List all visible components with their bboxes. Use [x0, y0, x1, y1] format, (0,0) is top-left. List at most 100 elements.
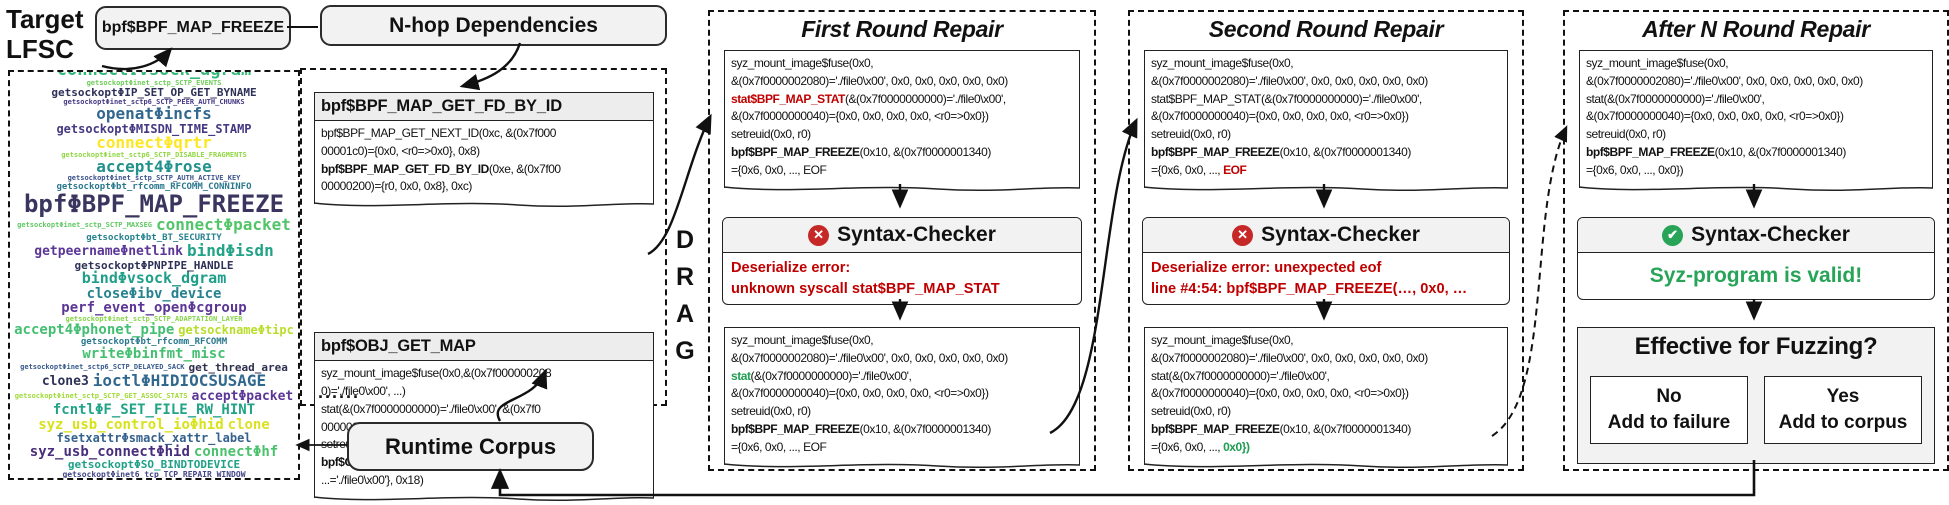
decision-no-box: No Add to failure	[1590, 376, 1748, 444]
wordcloud-term: accept4Φrose	[96, 156, 212, 176]
wordcloud-term: connectΦhf	[193, 443, 279, 460]
checker-valid-message: Syz-program is valid!	[1649, 264, 1863, 287]
target-lfsc-label-line2: LFSC	[6, 34, 74, 64]
effective-for-fuzzing-box: Effective for Fuzzing? No Add to failure…	[1577, 327, 1935, 464]
input-program-box: syz_mount_image$fuse(0x0,&(0x7f000000208…	[1144, 50, 1508, 188]
panel-title: Second Round Repair	[1208, 16, 1444, 42]
error-icon: ✕	[808, 224, 830, 246]
wordcloud-term: getsockoptΦinet_sctp6_SCTP_DISABLE_FRAGM…	[61, 150, 247, 159]
repaired-program-box: syz_mount_image$fuse(0x0,&(0x7f000000208…	[724, 327, 1080, 465]
wordcloud-term: bindΦbt_rfcomm	[22, 479, 132, 480]
nhop-dependency-list: bpf$BPF_MAP_GET_FD_BY_ID bpf$BPF_MAP_GET…	[300, 68, 667, 406]
runtime-corpus-box: Runtime Corpus	[347, 422, 594, 471]
dependency-box-bpf-map-get-fd-by-id: bpf$BPF_MAP_GET_FD_BY_ID bpf$BPF_MAP_GET…	[314, 92, 654, 204]
syz-program-code: syz_mount_image$fuse(0x0,&(0x7f000000208…	[1151, 333, 1428, 454]
syz-program-code: syz_mount_image$fuse(0x0,&(0x7f000000208…	[1586, 56, 1863, 177]
decision-yes-action: Add to corpus	[1778, 412, 1908, 433]
wordcloud-term: connectΦqrtr	[96, 132, 212, 152]
wordcloud-term: fcntlΦF_SET_FILE_RW_HINT	[52, 402, 256, 419]
panel-after-n-round-repair: After N Round Repair syz_mount_image$fus…	[1563, 10, 1949, 471]
wordcloud-term: perf_event_openΦcgroup	[61, 300, 247, 317]
target-lfsc-label-line1: Target	[6, 4, 84, 34]
wordcloud-term: clone3	[41, 373, 89, 389]
drag-system-label: D R A G	[666, 222, 704, 370]
wavy-edge	[1144, 182, 1508, 195]
wordcloud-term: getsockoptΦMISDN_TIME_STAMP	[56, 121, 252, 136]
wordcloud-term: bindΦvsock_dgram	[81, 269, 227, 288]
dependency-header: bpf$BPF_MAP_GET_FD_BY_ID	[315, 93, 653, 121]
wavy-edge	[724, 459, 1080, 472]
wordcloud-term: fsetxattrΦsmack_xattr_label	[56, 431, 252, 446]
decision-options: No Add to failure Yes Add to corpus	[1590, 376, 1922, 444]
runtime-corpus-label: Runtime Corpus	[384, 433, 557, 459]
syntax-checker-label: Syntax-Checker	[837, 223, 996, 246]
wordcloud-term: connectΦvsock_dgram	[56, 70, 252, 81]
nhop-dependencies-label: N-hop Dependencies	[389, 13, 598, 37]
wordcloud-term: connectΦpacket	[156, 215, 291, 235]
syntax-checker-header: ✕ Syntax-Checker	[1143, 218, 1509, 253]
drag-letter: A	[675, 300, 695, 328]
target-lfsc-label: Target LFSC	[6, 4, 96, 64]
input-program-box: syz_mount_image$fuse(0x0,&(0x7f000000208…	[724, 50, 1080, 188]
wordcloud-term: getsockoptΦinet_sctp_SCTP_EVENTS	[86, 78, 222, 87]
syntax-checker-header: ✔ Syntax-Checker	[1578, 218, 1934, 253]
nhop-dependencies-box: N-hop Dependencies	[320, 5, 667, 46]
target-syscall-label: bpf$BPF_MAP_FREEZE	[101, 19, 285, 36]
wordcloud-term: getsockoptΦbt_rfcomm_RFCOMM	[80, 336, 228, 347]
wordcloud-term: getsockoptΦPNPIPE_HANDLE	[74, 258, 234, 272]
panel-title: First Round Repair	[801, 16, 1003, 42]
decision-no-label: No	[1656, 386, 1682, 408]
decision-yes-box: Yes Add to corpus	[1764, 376, 1922, 444]
wavy-edge	[314, 198, 654, 211]
syntax-checker-box: ✕ Syntax-Checker Deserialize error: unex…	[1142, 217, 1510, 306]
panel-first-round-repair: First Round Repair syz_mount_image$fuse(…	[708, 10, 1096, 471]
syntax-checker-box: ✕ Syntax-Checker Deserialize error:unkno…	[722, 217, 1082, 306]
decision-yes-label: Yes	[1826, 386, 1860, 408]
syntax-checker-label: Syntax-Checker	[1691, 223, 1850, 246]
syz-program-code: syz_mount_image$fuse(0x0,&(0x7f000000208…	[731, 56, 1008, 177]
wordcloud-term: syz_usb_connectΦhid	[29, 443, 190, 460]
syntax-checker-box: ✔ Syntax-Checker Syz-program is valid!	[1577, 217, 1935, 300]
drag-letter: R	[675, 263, 695, 291]
dependency-header: bpf$OBJ_GET_MAP	[315, 333, 653, 362]
wordcloud-term: getsockoptΦIP_SET_OP_GET_BYNAME	[51, 86, 257, 100]
wavy-edge	[314, 492, 654, 505]
decision-no-action: Add to failure	[1607, 412, 1731, 433]
error-icon: ✕	[1232, 224, 1254, 246]
drag-letter: D	[675, 226, 695, 254]
more-dependencies-ellipsis: ......	[318, 382, 361, 402]
wordcloud-term: syz_usb_control_ioΦhid	[38, 416, 224, 433]
wordcloud-term: openatΦincfs	[96, 103, 212, 123]
wordcloud-term: get_thread_area	[188, 360, 288, 374]
wordcloud-term: getsockoptΦinet_sctp6_SCTP_PEER_AUTH_CHU…	[63, 97, 245, 106]
wordcloud-term: closeΦibv_device	[86, 285, 222, 302]
wordcloud-term: getsockoptΦbt_rfcomm_RFCOMM_CONNINFO	[56, 181, 252, 192]
wordcloud-term: accept4Φphonet_pipe	[14, 322, 175, 339]
drag-letter: G	[675, 337, 695, 365]
wordcloud-term: acceptΦpacket	[191, 388, 294, 404]
wordcloud-term: bpfΦBPF_MAP_FREEZE	[23, 190, 285, 219]
wordcloud-term: getsockoptΦinet6_tcp_TCP_REPAIR_WINDOW	[62, 469, 246, 479]
dependency-box-bpf-obj-get-map: bpf$OBJ_GET_MAP syz_mount_image$fuse(0x0…	[314, 332, 654, 498]
wordcloud-term: getsockoptΦbt_BT_SECURITY	[86, 232, 222, 243]
syntax-checker-label: Syntax-Checker	[1261, 223, 1420, 246]
wordcloud-term: getpeernameΦnetlink	[34, 243, 183, 259]
lfsc-wordcloud: fsetxattrΦsecurity_smack_transmuteioctlΦ…	[8, 70, 300, 480]
panel-title: After N Round Repair	[1642, 16, 1870, 42]
wavy-edge	[1144, 459, 1508, 472]
wordcloud-term: getsockoptΦinet_sctp_SCTP_AUTH_ACTIVE_KE…	[67, 174, 241, 183]
wordcloud-term: clone	[227, 416, 270, 433]
panel-second-round-repair: Second Round Repair syz_mount_image$fuse…	[1128, 10, 1524, 471]
success-icon: ✔	[1662, 224, 1684, 246]
wordcloud-term: getsocknameΦtipc	[178, 323, 294, 338]
target-syscall-box: bpf$BPF_MAP_FREEZE	[95, 6, 291, 50]
wordcloud-term: writeΦbinfmt_misc	[82, 345, 226, 362]
wordcloud-term: getsockoptΦinet_sctp_SCTP_ADAPTATION_LAY…	[65, 314, 243, 323]
checker-error-message: Deserialize error:unknown syscall stat$B…	[731, 260, 1000, 297]
wavy-edge	[724, 182, 1080, 195]
repaired-program-box: syz_mount_image$fuse(0x0,&(0x7f000000208…	[1144, 327, 1508, 465]
effective-for-fuzzing-title: Effective for Fuzzing?	[1634, 333, 1878, 360]
